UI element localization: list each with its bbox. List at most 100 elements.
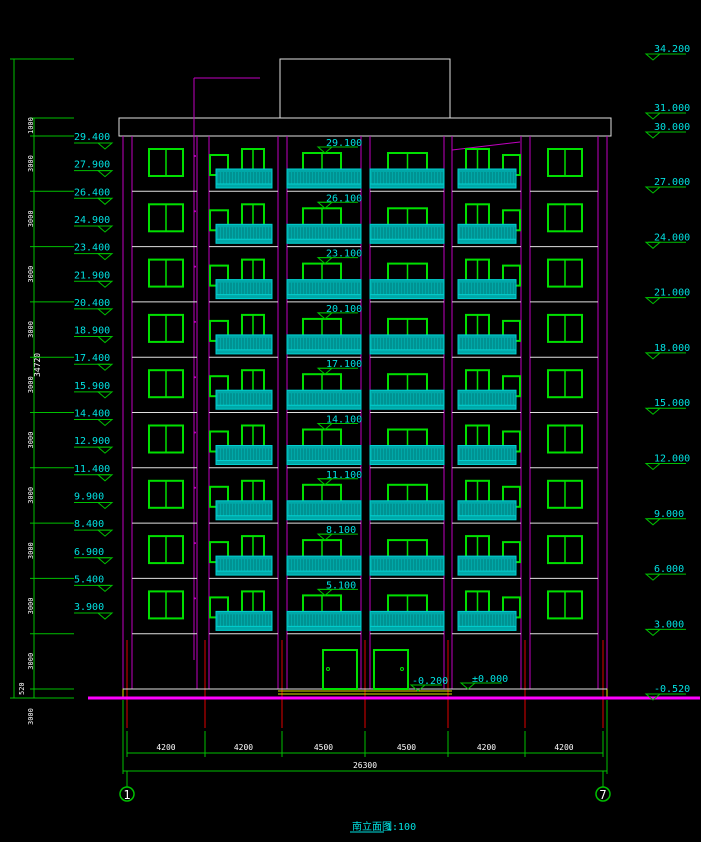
dimension-lines: 34720 1000 3000 3000 3000 3000 3000 3000 3000 300… — [10, 58, 611, 802]
left-level-label: 15.900 — [74, 381, 110, 392]
right-level-label: 15.000 — [654, 398, 690, 409]
floor-level-label: 20.100 — [326, 304, 362, 315]
left-level-label: 18.900 — [74, 326, 110, 337]
axis-bubble — [595, 786, 611, 802]
parapet-dim-label: 1000 — [27, 117, 35, 134]
level-marker — [96, 225, 114, 233]
left-level-label: 17.400 — [74, 353, 110, 364]
pipe-bracket — [194, 486, 196, 489]
level-marker — [96, 612, 114, 620]
floor-dim-label: 3000 — [27, 432, 35, 449]
level-marker — [96, 197, 114, 205]
floor-dim-label: 3000 — [27, 708, 35, 725]
level-marker — [96, 474, 114, 482]
right-level-label: 31.000 — [654, 103, 690, 114]
balcony — [286, 389, 362, 410]
level-marker — [644, 407, 662, 415]
zero-level-label: ±0.000 — [472, 674, 508, 685]
pipe-bracket — [194, 597, 196, 600]
bay-dim-label: 4200 — [477, 743, 496, 752]
balcony — [369, 168, 445, 189]
right-level-label: 24.000 — [654, 232, 690, 243]
level-marker — [316, 312, 334, 320]
bay-dim-label: 4500 — [314, 743, 333, 752]
door-handle — [400, 667, 404, 671]
right-level-label: 12.000 — [654, 454, 690, 465]
balcony — [215, 555, 273, 576]
balcony — [215, 334, 273, 355]
floor-dim-label: 3000 — [27, 542, 35, 559]
left-level-label: 11.400 — [74, 464, 110, 475]
level-labels: 29.40027.90026.40024.90023.40021.90020.4… — [74, 44, 690, 701]
floor-level-label: 14.100 — [326, 415, 362, 426]
floor-level-label: 17.100 — [326, 359, 362, 370]
door-handle — [326, 667, 330, 671]
floor-dim-label: 3000 — [27, 598, 35, 615]
right-level-label: 9.000 — [654, 509, 684, 520]
right-level-label: 27.000 — [654, 177, 690, 188]
level-marker — [96, 142, 114, 150]
floor-level-label: 29.100 — [326, 138, 362, 149]
right-level-label: 6.000 — [654, 564, 684, 575]
level-marker — [644, 131, 662, 139]
floor-6: 20.100 — [132, 304, 598, 358]
level-marker — [96, 529, 114, 537]
floor-level-label: 8.100 — [326, 525, 356, 536]
right-level-label: -0.520 — [654, 684, 690, 695]
balcony — [369, 389, 445, 410]
axis-bubble — [119, 786, 135, 802]
left-level-label: 26.400 — [74, 187, 110, 198]
balcony — [286, 445, 362, 465]
left-level-label: 9.900 — [74, 491, 104, 502]
balcony — [369, 445, 445, 465]
total-height-label: 34720 — [33, 353, 42, 377]
floor-dim-label: 3000 — [27, 487, 35, 504]
roof-parapet — [118, 117, 612, 137]
level-marker — [316, 257, 334, 265]
left-level-label: 12.900 — [74, 436, 110, 447]
pipe-bracket — [194, 265, 196, 268]
level-marker — [644, 518, 662, 526]
level-marker — [316, 201, 334, 209]
level-marker — [459, 682, 477, 690]
level-marker — [316, 146, 334, 154]
floor-dim-label: 3000 — [27, 376, 35, 393]
roof-leader-line — [451, 141, 521, 151]
balcony — [215, 500, 273, 521]
level-marker — [96, 584, 114, 593]
level-marker — [644, 573, 662, 581]
entrance-level-label: -0.200 — [412, 676, 448, 687]
entrance-door-left — [322, 649, 358, 690]
balcony — [457, 279, 517, 300]
level-marker — [644, 112, 662, 120]
level-marker — [96, 253, 114, 261]
stair-tower — [279, 58, 451, 119]
building-floors: 29.10026.10023.10020.10017.10014.10011.1… — [132, 138, 598, 635]
left-level-label: 20.400 — [74, 298, 110, 309]
left-level-label: 29.400 — [74, 132, 110, 143]
level-marker — [96, 308, 114, 316]
level-marker — [316, 423, 334, 431]
level-marker — [644, 352, 662, 360]
floor-dim-label: 3000 — [27, 155, 35, 172]
balcony — [457, 500, 517, 521]
left-level-label: 21.900 — [74, 270, 110, 281]
bay-dim-label: 4500 — [397, 743, 416, 752]
pipe-bracket — [194, 320, 196, 323]
balcony — [215, 389, 273, 410]
right-level-label: 18.000 — [654, 343, 690, 354]
balcony — [369, 279, 445, 300]
pipe-bracket — [194, 376, 196, 379]
pipe-bracket — [194, 431, 196, 434]
level-marker — [96, 391, 114, 399]
floor-dim-label: 3000 — [27, 653, 35, 670]
floor-7: 23.100 — [132, 249, 598, 303]
bay-dim-label: 4200 — [554, 743, 573, 752]
balcony — [215, 223, 273, 244]
left-level-label: 8.400 — [74, 519, 104, 530]
floor-4: 14.100 — [132, 415, 598, 469]
floor-3: 11.100 — [132, 470, 598, 524]
right-level-label: 21.000 — [654, 288, 690, 299]
level-marker — [644, 297, 662, 305]
